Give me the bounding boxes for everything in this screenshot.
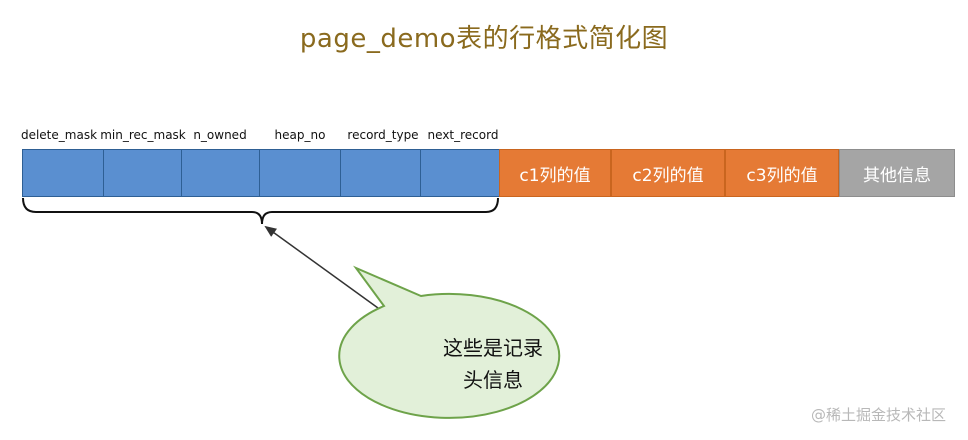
cell-delete-mask <box>23 150 104 196</box>
watermark: @稀土掘金技术社区 <box>810 406 946 424</box>
label-min-rec-mask: min_rec_mask <box>100 128 186 142</box>
cell-c2-value: c2列的值 <box>611 149 725 197</box>
diagram-title: page_demo表的行格式简化图 <box>299 24 669 54</box>
cell-other-info: 其他信息 <box>839 149 955 197</box>
cell-c1-value: c1列的值 <box>499 149 611 197</box>
label-delete-mask: delete_mask <box>20 128 98 142</box>
cell-heap-no <box>260 150 341 196</box>
label-n-owned: n_owned <box>193 128 247 142</box>
callout-line-2: 头信息 <box>463 368 523 392</box>
label-heap-no: heap_no <box>274 128 326 142</box>
label-record-type: record_type <box>347 128 419 142</box>
callout-bubble <box>338 265 561 419</box>
header-brace <box>22 197 499 225</box>
cell-next-record <box>421 150 500 196</box>
label-next-record: next_record <box>427 128 499 142</box>
cell-min-rec-mask <box>104 150 182 196</box>
cell-c3-value: c3列的值 <box>725 149 839 197</box>
record-header-bar <box>22 149 500 197</box>
cell-n-owned <box>182 150 260 196</box>
callout-text: 这些是记录 头信息 <box>408 332 578 396</box>
cell-record-type <box>341 150 421 196</box>
pointer-arrow <box>264 225 379 309</box>
callout-line-1: 这些是记录 <box>443 336 543 360</box>
